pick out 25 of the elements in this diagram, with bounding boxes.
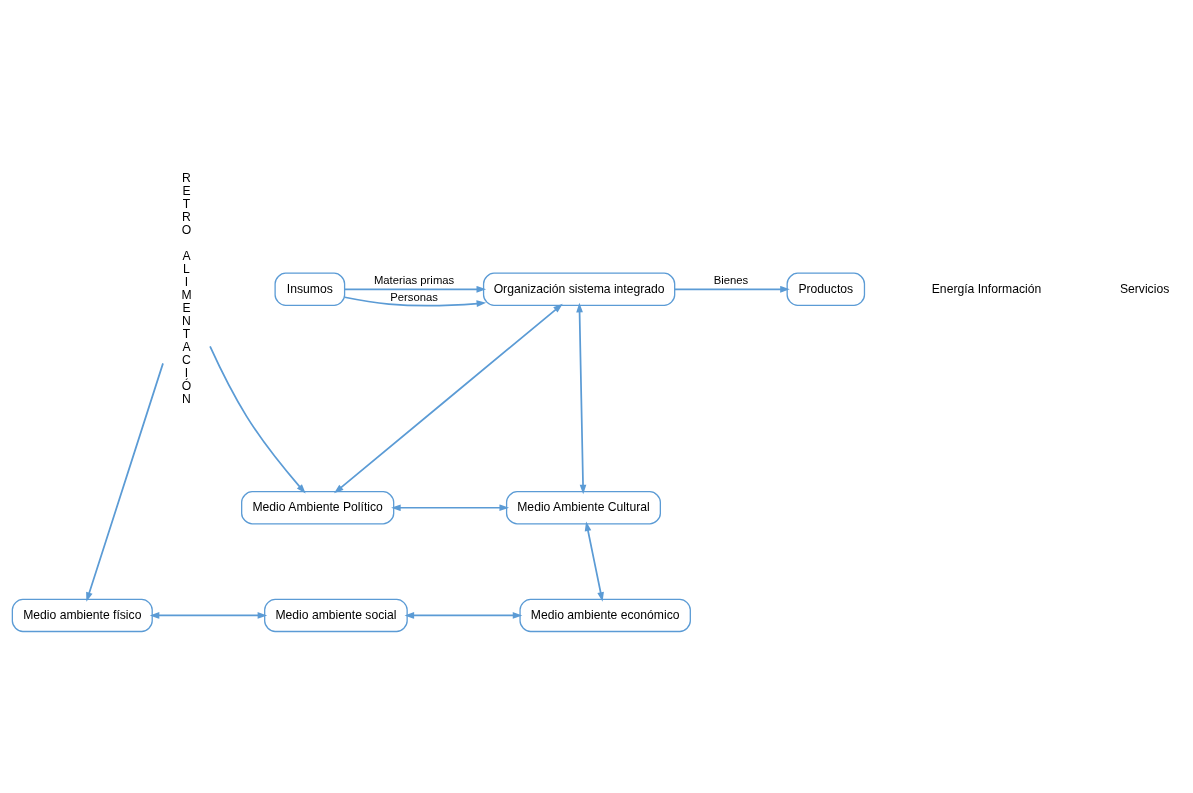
arrow xyxy=(334,303,563,493)
node-box: Medio ambiente económico xyxy=(519,598,691,632)
arrow xyxy=(674,285,790,293)
arrow xyxy=(343,285,487,293)
node-box: Medio Ambiente Cultural xyxy=(505,490,661,524)
edge-label: Materias primas xyxy=(373,273,455,286)
node-box: Medio ambiente social xyxy=(264,598,408,632)
arrow xyxy=(576,302,587,494)
node-box: Insumos xyxy=(274,272,346,306)
arrow xyxy=(149,611,268,619)
node-text: RETRO ALIMENTACIÓN xyxy=(181,170,192,406)
edge-label: Bienes xyxy=(713,273,749,286)
edge-label: Personas xyxy=(390,290,438,303)
node-box: Productos xyxy=(786,272,866,306)
arrow xyxy=(343,295,487,307)
node-box: Organización sistema integrado xyxy=(482,272,676,306)
node-box: Medio ambiente físico xyxy=(11,598,153,632)
arrow xyxy=(404,611,523,619)
label: Servicios xyxy=(1119,281,1170,296)
node-box: Medio Ambiente Político xyxy=(241,490,395,524)
arrow xyxy=(86,362,164,602)
arrow xyxy=(391,503,510,511)
label: Energía Información xyxy=(931,281,1042,296)
arrow xyxy=(209,345,306,494)
arrow xyxy=(584,520,604,602)
